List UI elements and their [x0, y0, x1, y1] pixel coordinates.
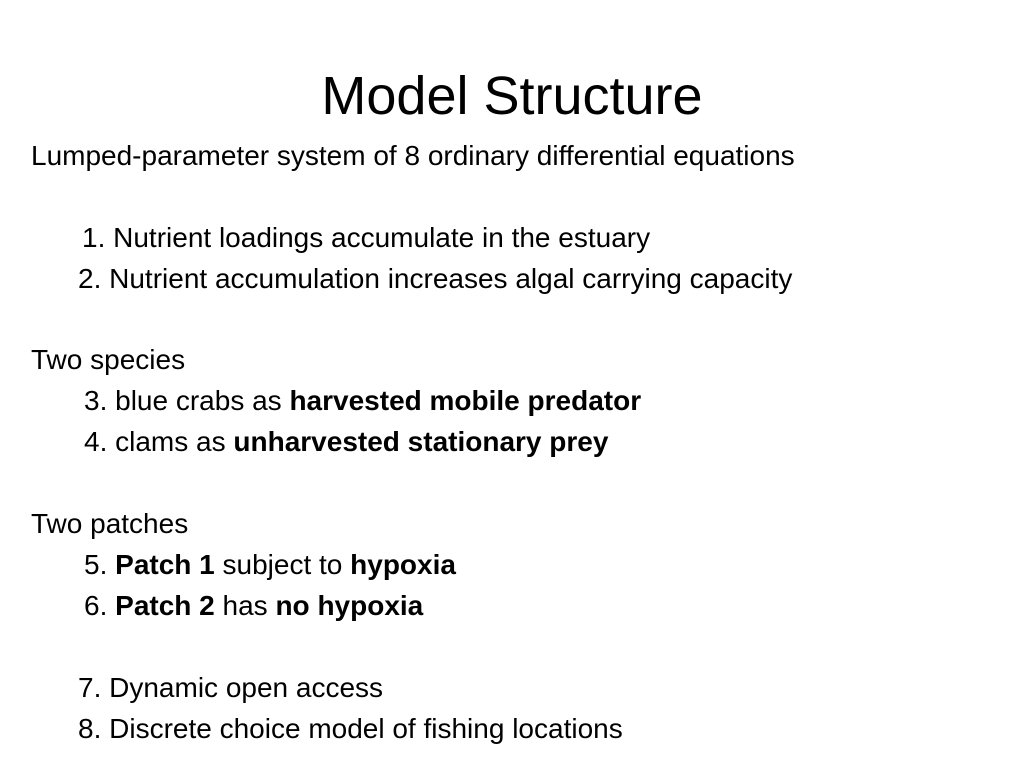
- subtitle-line: Lumped-parameter system of 8 ordinary di…: [31, 140, 795, 171]
- list-item-2: 2. Nutrient accumulation increases algal…: [78, 263, 793, 294]
- list-item-3-text: 3. blue crabs as: [84, 385, 290, 416]
- list-item-4-bold: unharvested stationary prey: [233, 426, 609, 457]
- species-heading: Two species: [31, 344, 186, 375]
- list-item-5-num: 5.: [84, 549, 116, 580]
- list-item-6: 6. Patch 2 has no hypoxia: [84, 588, 423, 624]
- list-item-5-bold-hypoxia: hypoxia: [350, 549, 456, 580]
- list-item-8: 8. Discrete choice model of fishing loca…: [78, 713, 623, 744]
- list-item-1: 1. Nutrient loadings accumulate in the e…: [82, 222, 651, 253]
- list-item-6-num: 6.: [84, 590, 116, 621]
- list-item-6-mid: has: [214, 590, 276, 621]
- list-item-5-mid: subject to: [214, 549, 351, 580]
- slide-title: Model Structure: [321, 66, 703, 126]
- list-item-6-bold-patch: Patch 2: [115, 590, 215, 621]
- list-item-4: 4. clams as unharvested stationary prey: [84, 424, 608, 460]
- list-item-7: 7. Dynamic open access: [78, 672, 384, 703]
- list-item-3-bold: harvested mobile predator: [289, 385, 642, 416]
- list-item-5-bold-patch: Patch 1: [115, 549, 215, 580]
- list-item-5: 5. Patch 1 subject to hypoxia: [84, 547, 456, 583]
- patches-heading: Two patches: [31, 508, 189, 539]
- list-item-4-text: 4. clams as: [84, 426, 234, 457]
- list-item-6-bold-hypoxia: no hypoxia: [275, 590, 424, 621]
- list-item-3: 3. blue crabs as harvested mobile predat…: [84, 383, 641, 419]
